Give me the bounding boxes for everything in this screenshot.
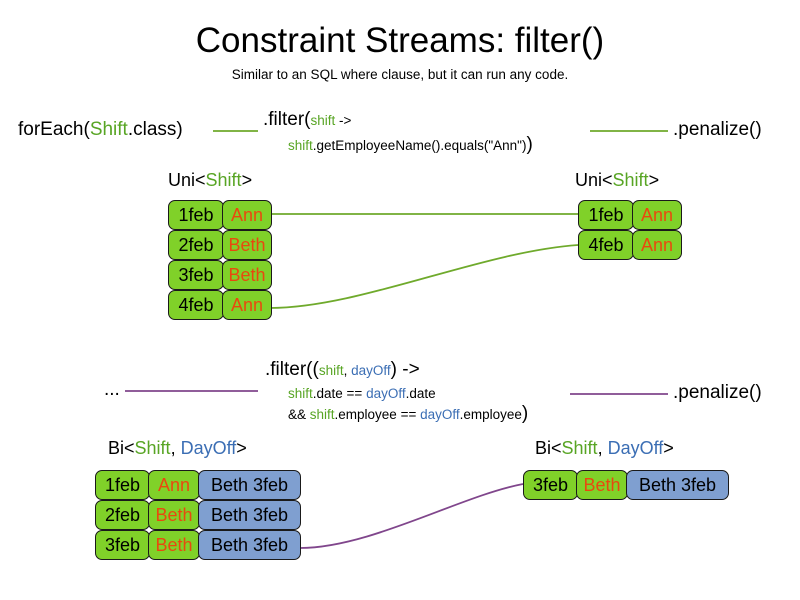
bi-label-prefix: Bi< <box>108 438 135 458</box>
uni-out-label-suffix: > <box>648 170 660 190</box>
bi-shift-dayoff-label-input: Bi<Shift, DayOff> <box>108 437 247 459</box>
table-row[interactable]: 4feb Ann <box>578 230 682 260</box>
bifilter-l3-shift: shift <box>309 407 335 422</box>
bi-label-type-a: Shift <box>134 438 171 458</box>
table-row[interactable]: 3feb Beth Beth 3feb <box>95 530 301 560</box>
bi-out-label-sep: , <box>597 438 608 458</box>
bifilter-param-dayoff: dayOff <box>351 363 391 378</box>
table-row[interactable]: 2feb Beth <box>168 230 272 260</box>
filter-close-paren: ) <box>526 134 533 155</box>
ellipsis-source: ... <box>104 379 120 400</box>
cell-date: 4feb <box>168 290 224 320</box>
cell-name: Ann <box>148 470 200 500</box>
bi-label-suffix: > <box>236 438 247 458</box>
bifilter-l2-dayoff: dayOff <box>366 386 406 401</box>
bi-label-type-b: DayOff <box>180 438 237 458</box>
filter-body-var: shift <box>288 138 313 153</box>
cell-name: Beth <box>222 260 272 290</box>
foreach-expression: forEach(Shift.class) <box>18 118 183 142</box>
cell-name: Beth <box>222 230 272 260</box>
bifilter-expression-line1: .filter((shift, dayOff) -> <box>265 358 420 382</box>
table-row[interactable]: 1feb Ann <box>168 200 272 230</box>
bifilter-close-paren: ) <box>521 403 529 424</box>
bi-label-sep: , <box>170 438 181 458</box>
link-uni-row4 <box>269 244 579 309</box>
bi-out-label-prefix: Bi< <box>535 438 562 458</box>
penalize-expression-top: .penalize() <box>673 119 762 140</box>
uni-out-label-type: Shift <box>612 170 649 190</box>
cell-name: Ann <box>632 200 682 230</box>
page-title: Constraint Streams: filter() <box>195 21 605 60</box>
cell-name: Ann <box>632 230 682 260</box>
bifilter-l2-shift: shift <box>288 386 313 401</box>
cell-date: 2feb <box>95 500 150 530</box>
cell-dayoff: Beth 3feb <box>198 470 301 500</box>
bifilter-l2-end: .date <box>405 386 436 401</box>
cell-dayoff: Beth 3feb <box>198 500 301 530</box>
cell-name: Beth <box>148 530 200 560</box>
cell-name: Beth <box>148 500 200 530</box>
filter-arrow: -> <box>335 113 352 128</box>
table-row[interactable]: 3feb Beth <box>168 260 272 290</box>
bifilter-expression-line3: && shift.employee == dayOff.employee) <box>288 403 529 424</box>
uni-shift-label-output: Uni<Shift> <box>575 169 659 191</box>
foreach-type: Shift <box>89 119 128 140</box>
bifilter-l3-mid: .employee == <box>334 407 421 422</box>
bifilter-l3-pre: && <box>288 407 310 422</box>
table-row[interactable]: 1feb Ann Beth 3feb <box>95 470 301 500</box>
bifilter-l2-mid: .date == <box>312 386 367 401</box>
bifilter-head: .filter(( <box>265 359 319 380</box>
cell-date: 1feb <box>168 200 224 230</box>
bifilter-expression-line2: shift.date == dayOff.date <box>288 385 436 403</box>
cell-date: 3feb <box>168 260 224 290</box>
uni-out-label-prefix: Uni< <box>575 170 613 190</box>
bifilter-param-sep: , <box>343 363 352 378</box>
cell-dayoff: Beth 3feb <box>626 470 729 500</box>
cell-name: Ann <box>222 200 272 230</box>
cell-date: 3feb <box>523 470 578 500</box>
table-row[interactable]: 1feb Ann <box>578 200 682 230</box>
penalize-expression-bottom: .penalize() <box>673 382 762 403</box>
filter-expression-line1: .filter(shift -> <box>263 108 351 133</box>
filter-head: .filter( <box>263 109 311 130</box>
foreach-prefix: forEach( <box>18 119 90 140</box>
bi-shift-dayoff-label-output: Bi<Shift, DayOff> <box>535 437 674 459</box>
cell-date: 4feb <box>578 230 634 260</box>
page-subtitle: Similar to an SQL where clause, but it c… <box>231 67 569 82</box>
bifilter-l3-end: .employee <box>459 407 522 422</box>
uni-label-prefix: Uni< <box>168 170 206 190</box>
cell-date: 1feb <box>578 200 634 230</box>
link-bi-row3 <box>299 483 524 549</box>
bifilter-arrow: ) -> <box>390 359 420 380</box>
uni-shift-label-input: Uni<Shift> <box>168 169 252 191</box>
filter-param-shift: shift <box>310 113 336 128</box>
cell-date: 2feb <box>168 230 224 260</box>
bi-out-label-type-a: Shift <box>561 438 598 458</box>
bifilter-param-shift: shift <box>318 363 344 378</box>
uni-label-suffix: > <box>241 170 253 190</box>
cell-date: 1feb <box>95 470 150 500</box>
cell-name: Ann <box>222 290 272 320</box>
cell-dayoff: Beth 3feb <box>198 530 301 560</box>
table-row[interactable]: 3feb Beth Beth 3feb <box>523 470 729 500</box>
bifilter-l3-dayoff: dayOff <box>420 407 460 422</box>
cell-name: Beth <box>576 470 628 500</box>
bi-out-label-type-b: DayOff <box>607 438 664 458</box>
uni-label-type: Shift <box>205 170 242 190</box>
table-row[interactable]: 2feb Beth Beth 3feb <box>95 500 301 530</box>
foreach-suffix: .class) <box>127 119 183 140</box>
bi-out-label-suffix: > <box>663 438 674 458</box>
table-row[interactable]: 4feb Ann <box>168 290 272 320</box>
filter-body-rest: .getEmployeeName().equals("Ann") <box>312 138 527 153</box>
cell-date: 3feb <box>95 530 150 560</box>
filter-expression-line2: shift.getEmployeeName().equals("Ann")) <box>288 134 533 155</box>
